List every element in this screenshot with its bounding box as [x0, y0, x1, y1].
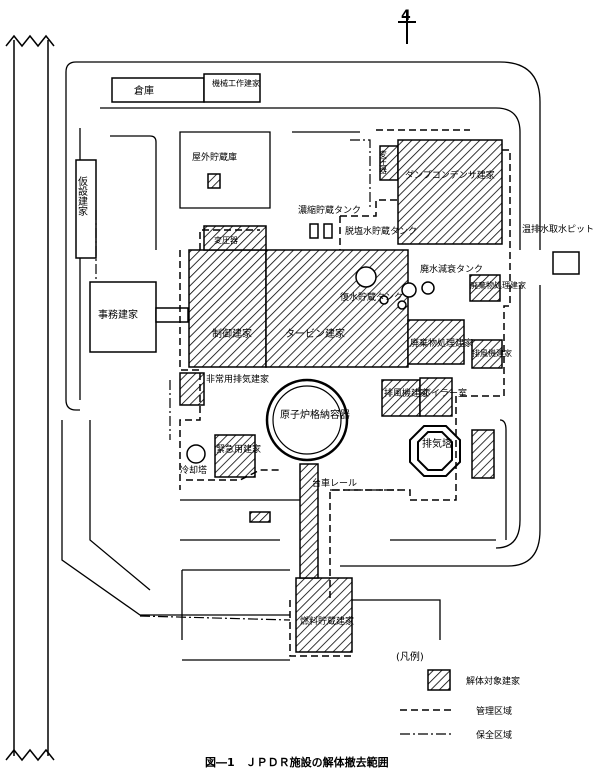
- roads: [61, 61, 541, 661]
- dump-condenser-building: [397, 139, 503, 245]
- fuel-storage-building: [295, 577, 353, 653]
- figure-caption: 図―1 ＪＰＤＲ施設の解体撤去範囲: [205, 755, 389, 769]
- labels: 倉庫 機械工作建家 屋外貯蔵庫 仮設建家 事務建家 制御建家 タービン建家 変圧…: [76, 78, 595, 769]
- other-buildings: [75, 73, 580, 353]
- label-machine-shop: 機械工作建家: [212, 78, 260, 88]
- site-boundary-left: [5, 34, 55, 762]
- label-concentrate-tank: 濃縮貯蔵タンク: [298, 204, 361, 216]
- label-demineralized-tank: 脱塩水貯蔵タンク: [345, 225, 417, 237]
- legend-item-controlled: 管理区域: [476, 705, 512, 717]
- controlled-area-boundary: [179, 129, 511, 657]
- label-reactor: 原子炉格納容器: [280, 408, 350, 421]
- label-exhaust-building: 排風機建家: [472, 348, 512, 358]
- rail-track: [299, 463, 319, 579]
- protected-area-boundary: [95, 139, 400, 621]
- north-label: 4: [401, 8, 411, 24]
- label-boiler: ボイラー室: [422, 387, 467, 399]
- label-exhaust-fan: 排風機建家: [384, 387, 429, 399]
- label-cooling-tower: 冷却塔: [180, 464, 207, 476]
- label-waste-treatment-2: 廃棄物処理建家: [470, 280, 526, 290]
- temporary-building-rect: [75, 159, 97, 259]
- legend-hatch-swatch: [427, 669, 451, 691]
- target-buildings: [179, 139, 503, 691]
- label-control: 制御建家: [212, 327, 252, 340]
- exhaust-fan-building: [381, 379, 421, 417]
- label-recovery-tank: 復水貯蔵タンク: [340, 291, 403, 303]
- emergency-building: [214, 434, 256, 478]
- north-arrow: 4: [398, 8, 416, 44]
- label-emergency-building: 緊急用建家: [216, 443, 261, 455]
- legend-title: (凡例): [396, 650, 424, 663]
- office-connector: [155, 307, 189, 323]
- reactor-containment: [265, 378, 349, 462]
- label-transformer: 変圧器: [214, 235, 238, 245]
- label-office: 事務建家: [98, 308, 138, 321]
- waste-treatment-2: [469, 274, 501, 302]
- stack-side-block: [471, 429, 495, 479]
- outdoor-storage-mark: [207, 173, 221, 189]
- label-rail: 台車レール: [312, 477, 357, 489]
- boiler-building: [419, 377, 453, 417]
- legend-item-protected: 保全区域: [476, 729, 512, 741]
- tanks: [186, 223, 435, 464]
- waste-treatment-building: [407, 319, 465, 365]
- office-rect: [89, 281, 157, 353]
- machine-shop-rect: [203, 73, 261, 103]
- label-fuel-storage: 燃料貯蔵建家: [300, 615, 354, 627]
- hot-water-pit-rect: [552, 251, 580, 275]
- label-hot-water-pit: 温排水取水ピット: [522, 223, 594, 235]
- exhaust-building-right: [471, 339, 503, 369]
- label-waste-treatment-1: 廃棄物処理建家: [410, 337, 473, 349]
- legend-item-target: 解体対象建家: [466, 675, 520, 687]
- turbine-building: [265, 249, 409, 368]
- label-temporary: 仮設建家: [76, 175, 88, 216]
- warehouse-rect: [111, 77, 205, 103]
- exhaust-stack: [409, 425, 461, 477]
- label-outdoor-storage: 屋外貯蔵庫: [192, 151, 237, 163]
- small-block: [249, 511, 271, 523]
- label-warehouse: 倉庫: [134, 84, 154, 97]
- label-dump-condenser: ダンプコンデンサ建家: [405, 169, 495, 181]
- label-dump-transformer: 変圧器: [379, 149, 388, 175]
- control-building: [188, 249, 267, 368]
- label-turbine: タービン建家: [285, 327, 345, 340]
- label-emergency-exhaust: 非常用排気建家: [206, 373, 269, 385]
- label-waste-water-tank: 廃水減衰タンク: [420, 263, 483, 275]
- label-stack: 排気塔: [422, 437, 452, 450]
